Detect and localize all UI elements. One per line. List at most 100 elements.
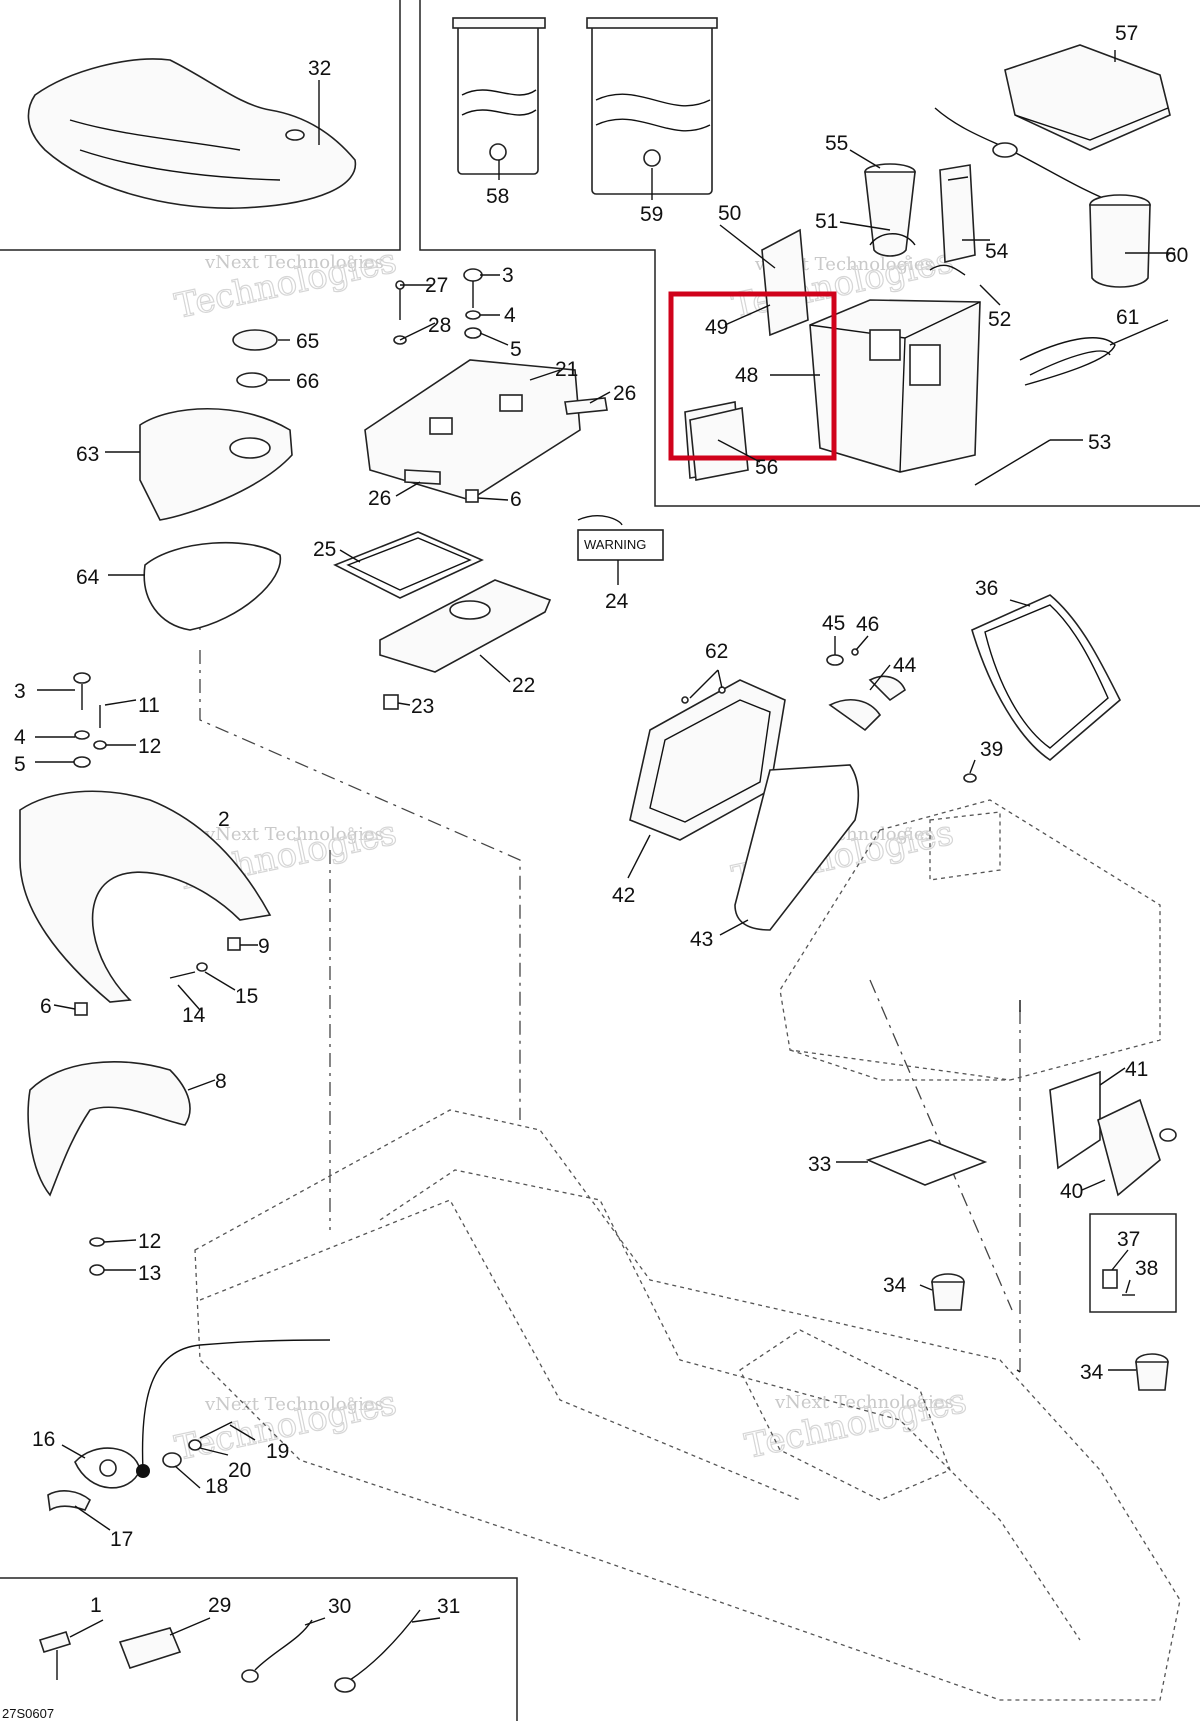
warning-label-24: WARNING (577, 515, 664, 561)
handlebar-cover-2 (19, 790, 272, 1003)
flange-16 (74, 1447, 141, 1489)
callout-label: 32 (308, 57, 331, 80)
plate-33 (865, 1139, 988, 1186)
bracket-21 (364, 359, 581, 501)
nut-6b (74, 1002, 88, 1016)
bracket-50 (761, 228, 809, 337)
callout-label: 23 (411, 695, 434, 718)
callout-label: 31 (437, 1595, 460, 1618)
warning-label-text: WARNING (584, 537, 646, 552)
bin-54 (939, 164, 976, 263)
seal-25 (333, 531, 484, 599)
bolt-3b (73, 672, 91, 710)
callout-label: 26 (368, 487, 391, 510)
leader-lines (35, 50, 1175, 1638)
callout-label: 37 (1117, 1228, 1140, 1251)
callout-label: 39 (980, 738, 1003, 761)
callout-label: 60 (1165, 244, 1188, 267)
screw-27 (395, 280, 405, 320)
callout-label: 34 (883, 1274, 907, 1297)
callout-label: 14 (182, 1004, 206, 1027)
callout-label: 64 (76, 566, 100, 589)
clip-17 (47, 1490, 91, 1512)
callout-label: 29 (208, 1594, 231, 1617)
callout-label: 33 (808, 1153, 831, 1176)
strip-26b (404, 469, 441, 485)
callout-label: 22 (512, 674, 535, 697)
buckles-44 (828, 675, 906, 732)
clip-51 (869, 233, 916, 246)
storage-bag-59 (586, 17, 718, 195)
drawing-code: 27S0607 (2, 1706, 54, 1721)
callout-label: 58 (486, 185, 509, 208)
callout-label: 30 (328, 1595, 351, 1618)
callout-label: 27 (425, 274, 448, 297)
callout-label: 12 (138, 1230, 161, 1253)
callout-label: 9 (258, 935, 270, 958)
callout-label: 55 (825, 132, 848, 155)
washer-20 (188, 1439, 202, 1451)
nut-65 (232, 329, 278, 351)
callout-label: 40 (1060, 1180, 1083, 1203)
watermark-text: vNext Technologies (204, 252, 384, 273)
container-60 (1089, 194, 1151, 288)
hairpin-61 (1019, 337, 1116, 386)
hull-body (194, 1109, 1181, 1701)
bolt-14 (169, 971, 196, 979)
callout-label: 18 (205, 1475, 228, 1498)
washers-4-5b (73, 730, 91, 768)
callout-label: 44 (893, 654, 917, 677)
callout-label: 5 (510, 338, 522, 361)
washer-12a (93, 740, 107, 750)
callout-label: 52 (988, 308, 1011, 331)
callout-label: 2 (218, 808, 230, 831)
callout-label: 59 (640, 203, 663, 226)
nut-6a (465, 489, 479, 503)
screw-39 (963, 773, 977, 783)
callout-label: 19 (266, 1440, 289, 1463)
callout-label: 45 (822, 612, 845, 635)
callout-label: 48 (735, 364, 758, 387)
pin-53 (974, 439, 1051, 486)
gasket-43 (734, 764, 860, 931)
callout-label: 25 (313, 538, 336, 561)
parts-45-46 (826, 648, 859, 666)
callout-label: 3 (502, 264, 514, 287)
callout-label: 38 (1135, 1257, 1158, 1280)
callout-label: 5 (14, 753, 26, 776)
screws-62 (681, 686, 726, 704)
callout-label: 15 (235, 985, 258, 1008)
bolt-3a (463, 268, 483, 308)
seal-66 (236, 372, 268, 388)
callout-label: 17 (110, 1528, 133, 1551)
callout-label: 57 (1115, 22, 1138, 45)
callout-label: 34 (1080, 1361, 1104, 1384)
watermark-text: vNext Technologies (204, 824, 384, 845)
screw-1 (38, 1631, 72, 1680)
bolt-19 (199, 1421, 233, 1439)
pads-56 (684, 401, 749, 481)
callout-label: 36 (975, 577, 998, 600)
cover-40 (1097, 1098, 1177, 1197)
rod-52 (929, 264, 966, 276)
callout-label: 24 (605, 590, 629, 613)
callout-label: 20 (228, 1459, 251, 1482)
glovebox-63 (139, 408, 293, 521)
callout-label: 13 (138, 1262, 161, 1285)
nut-18 (162, 1452, 182, 1468)
hose-route (136, 1339, 331, 1478)
callout-label: 50 (718, 202, 741, 225)
nut-9 (227, 937, 241, 951)
callout-label: 63 (76, 443, 99, 466)
callout-label: 28 (428, 314, 451, 337)
nut-23 (383, 694, 399, 710)
tether-cord-57 (934, 107, 1121, 206)
connector-29 (118, 1627, 182, 1669)
callout-label: 26 (613, 382, 636, 405)
callout-label: 65 (296, 330, 319, 353)
drain-plug-34b (1135, 1353, 1169, 1391)
callout-label: 46 (856, 613, 879, 636)
callout-label: 11 (138, 694, 160, 717)
watermark-text: vNext Technologies (204, 1394, 384, 1415)
callout-label: 4 (504, 304, 516, 327)
